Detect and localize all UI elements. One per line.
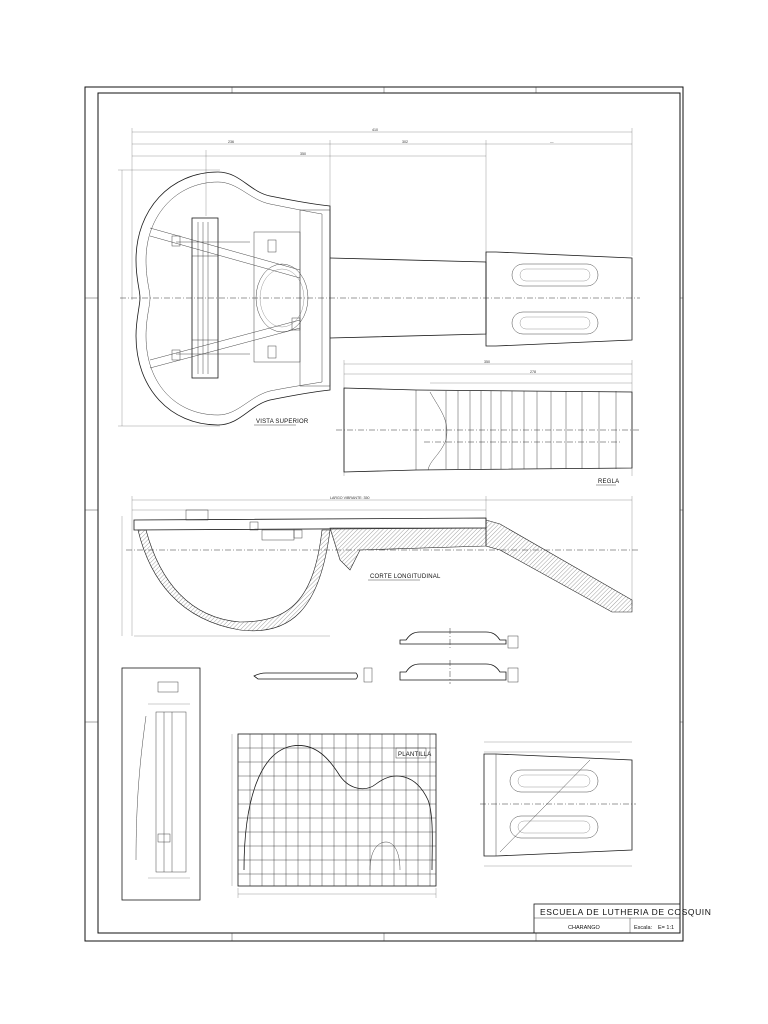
sheet-frame (84, 86, 684, 942)
svg-text:278: 278 (530, 370, 536, 374)
view-label-template: PLANTILLA (398, 752, 431, 758)
svg-text:350: 350 (300, 152, 306, 156)
fretboard-view: 350 278 REGLA (336, 360, 640, 486)
longitudinal-section: LARGO VIBRANTE: 350 CORTE LONGITUDINAL (121, 496, 640, 637)
side-detail (121, 667, 201, 901)
template-grid: PLANTILLA (231, 733, 437, 898)
scale-value: E= 1:1 (658, 925, 674, 931)
svg-text:236: 236 (228, 140, 234, 144)
view-label-fretboard: REGLA (598, 479, 619, 485)
scale-label: Escala: (634, 925, 653, 931)
section-dimension-label: LARGO VIBRANTE: 350 (330, 496, 370, 500)
svg-text:—: — (550, 140, 554, 144)
svg-text:410: 410 (372, 128, 378, 132)
school-name: ESCUELA DE LUTHERIA DE COSQUIN (540, 907, 712, 917)
bridge-profiles (253, 628, 519, 684)
top-view: 410 236 302 350 — (118, 128, 640, 427)
svg-text:350: 350 (484, 360, 490, 364)
view-label-section: CORTE LONGITUDINAL (370, 574, 441, 580)
instrument-name: CHARANGO (568, 925, 601, 931)
view-label-top: VISTA SUPERIOR (256, 419, 309, 425)
title-block: ESCUELA DE LUTHERIA DE COSQUIN CHARANGO … (533, 903, 712, 934)
headstock-detail (480, 741, 636, 867)
svg-text:302: 302 (402, 140, 408, 144)
